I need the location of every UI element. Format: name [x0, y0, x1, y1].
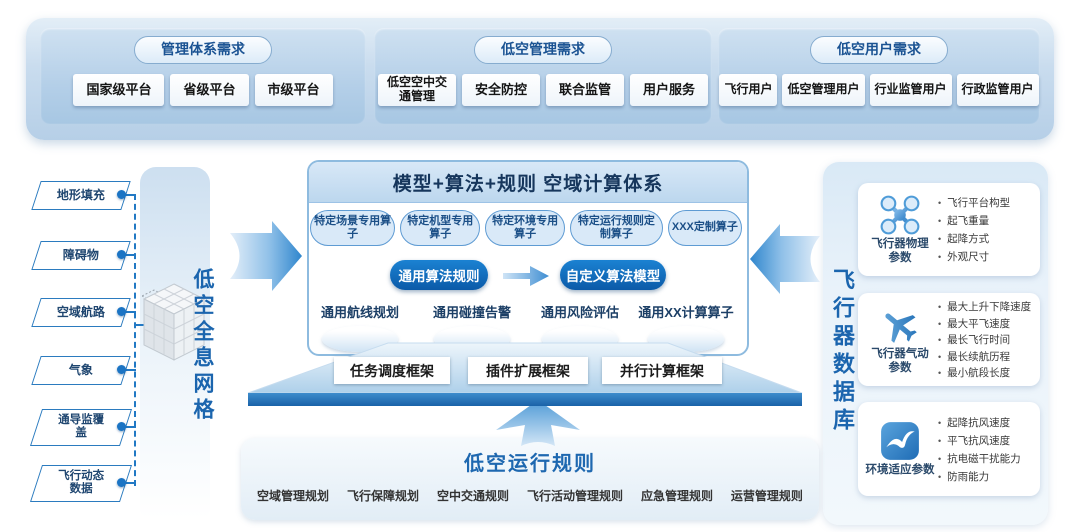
- bullet-list: 飞行平台构型 起飞重量 起降方式 外观尺寸: [938, 192, 1034, 267]
- bullet-list: 最大上升下降速度 最大平飞速度 最长飞行时间 最长续航历程 最小航段长度: [938, 298, 1034, 382]
- operation-rules-items: 空域管理规划 飞行保障规划 空中交通规则 飞行活动管理规则 应急管理规则 运营管…: [241, 476, 819, 504]
- bullet-item: 起飞重量: [938, 213, 1034, 228]
- chip-row: 低空空中交通管理 安全防控 联合监管 用户服务: [374, 74, 712, 106]
- connector-stub: [121, 426, 136, 428]
- framework-task-scheduling: 任务调度框架: [334, 357, 450, 384]
- requirements-band: 管理体系需求 国家级平台 省级平台 市级平台 低空管理需求 低空空中交通管理 安…: [26, 18, 1054, 140]
- bullet-item: 最大上升下降速度: [938, 299, 1034, 314]
- input-terrain: 地形填充: [31, 181, 131, 210]
- input-airspace-routes: 空域航路: [31, 298, 131, 327]
- holographic-grid-label: 低空全息网格: [191, 268, 214, 424]
- arrow-bottom-to-center-icon: [496, 400, 580, 446]
- framework-parallel-computing: 并行计算框架: [602, 357, 722, 384]
- requirement-chip: 低空管理用户: [782, 74, 865, 106]
- bullet-item: 最长续航历程: [938, 349, 1034, 364]
- card-aerodynamic-parameters: 飞行器气动参数 最大上升下降速度 最大平飞速度 最长飞行时间 最长续航历程 最小…: [858, 293, 1040, 386]
- input-obstacles: 障碍物: [31, 241, 131, 270]
- connector-dot: [117, 422, 126, 431]
- connector-stub: [121, 482, 136, 484]
- card-physical-parameters: 飞行器物理参数 飞行平台构型 起飞重量 起降方式 外观尺寸: [858, 183, 1040, 276]
- operator-pill: 特定机型专用算子: [400, 210, 481, 246]
- panel-low-altitude-management-requirements: 低空管理需求 低空空中交通管理 安全防控 联合监管 用户服务: [374, 28, 712, 124]
- card-label: 环境适应参数: [865, 464, 935, 477]
- connector-dot: [117, 190, 126, 199]
- rule-item: 空中交通规则: [436, 489, 509, 503]
- general-algorithm-rules-pill: 通用算法规则: [390, 260, 488, 290]
- bullet-item: 起降方式: [938, 231, 1034, 246]
- connector-dot: [117, 365, 126, 374]
- requirement-chip: 行政监管用户: [956, 74, 1039, 106]
- requirement-chip: 安全防控: [461, 74, 540, 106]
- panel-management-system-requirements: 管理体系需求 国家级平台 省级平台 市级平台: [40, 28, 366, 124]
- operation-rules-panel: 低空运行规则 空域管理规划 飞行保障规划 空中交通规则 飞行活动管理规则 应急管…: [241, 438, 819, 520]
- rule-item: 飞行保障规划: [346, 489, 419, 503]
- card-label: 飞行器气动参数: [871, 347, 929, 374]
- operator-pill: XXX定制算子: [667, 210, 743, 246]
- requirement-chip: 用户服务: [630, 74, 709, 106]
- operator-pill: 特定环境专用算子: [485, 210, 565, 246]
- card-environment-parameters: 环境适应参数 起降抗风速度 平飞抗风速度 抗电磁干扰能力 防雨能力: [858, 402, 1040, 496]
- arrow-right-to-center-icon: [750, 224, 820, 294]
- requirement-chip: 低空空中交通管理: [377, 74, 456, 106]
- rule-item: 空域管理规划: [257, 489, 330, 503]
- bullet-item: 抗电磁干扰能力: [938, 451, 1034, 466]
- bullet-item: 平飞抗风速度: [938, 433, 1034, 448]
- aircraft-database-label: 飞行器数据库: [830, 268, 855, 436]
- requirement-chip: 国家级平台: [73, 74, 165, 106]
- connector-stub: [121, 254, 136, 256]
- operator-pill: 特定运行规则定制算子: [570, 210, 663, 246]
- connector-dot: [117, 478, 126, 487]
- section-title: 低空用户需求: [810, 36, 948, 64]
- requirement-chip: 飞行用户: [719, 74, 778, 106]
- connector-stub: [121, 369, 136, 371]
- section-title: 管理体系需求: [134, 36, 272, 64]
- drone-icon: [880, 195, 920, 235]
- bullet-item: 最长飞行时间: [938, 332, 1034, 347]
- chip-row: 国家级平台 省级平台 市级平台: [40, 74, 366, 106]
- input-weather: 气象: [31, 356, 131, 385]
- connector-dot: [117, 307, 126, 316]
- framework-plugin-extension: 插件扩展框架: [468, 357, 588, 384]
- operator-pill: 特定场景专用算子: [310, 210, 396, 246]
- special-operator-row: 特定场景专用算子 特定机型专用算子 特定环境专用算子 特定运行规则定制算子 XX…: [310, 210, 743, 246]
- computing-panel-title: 模型+算法+规则 空域计算体系: [309, 162, 747, 203]
- bullet-item: 最大平飞速度: [938, 316, 1034, 331]
- requirement-chip: 省级平台: [170, 74, 249, 106]
- bullet-item: 起降抗风速度: [938, 415, 1034, 430]
- requirement-chip: 联合监管: [545, 74, 624, 106]
- requirement-chip: 市级平台: [254, 74, 333, 106]
- panel-low-altitude-user-requirements: 低空用户需求 飞行用户 低空管理用户 行业监管用户 行政监管用户: [718, 28, 1040, 124]
- rule-item: 飞行活动管理规则: [526, 489, 623, 503]
- connector-dot: [117, 250, 126, 259]
- bullet-item: 最小航段长度: [938, 365, 1034, 380]
- module-route-planning: 通用航线规划: [314, 302, 406, 352]
- airplane-icon: [885, 313, 917, 343]
- rule-item: 运营管理规则: [730, 489, 803, 503]
- bullet-item: 防雨能力: [938, 469, 1034, 484]
- custom-algorithm-model-pill: 自定义算法模型: [560, 260, 666, 290]
- arrow-left-to-center-icon: [230, 221, 302, 291]
- module-xx-computing: 通用XX计算算子: [630, 302, 742, 352]
- bullet-item: 外观尺寸: [938, 249, 1034, 264]
- bird-icon: [881, 422, 919, 461]
- card-label: 飞行器物理参数: [871, 237, 929, 264]
- connector-stub: [121, 311, 136, 313]
- rule-item: 应急管理规则: [640, 489, 713, 503]
- connector-dashed-line: [134, 194, 136, 486]
- bullet-list: 起降抗风速度 平飞抗风速度 抗电磁干扰能力 防雨能力: [938, 412, 1034, 487]
- requirement-chip: 行业监管用户: [869, 74, 952, 106]
- voxel-cube-icon: [142, 283, 206, 361]
- flow-arrow-icon: [503, 266, 549, 286]
- bullet-item: 飞行平台构型: [938, 195, 1034, 210]
- operation-rules-title: 低空运行规则: [464, 453, 596, 475]
- chip-row: 飞行用户 低空管理用户 行业监管用户 行政监管用户: [718, 74, 1040, 106]
- section-title: 低空管理需求: [474, 36, 612, 64]
- connector-stub: [121, 194, 136, 196]
